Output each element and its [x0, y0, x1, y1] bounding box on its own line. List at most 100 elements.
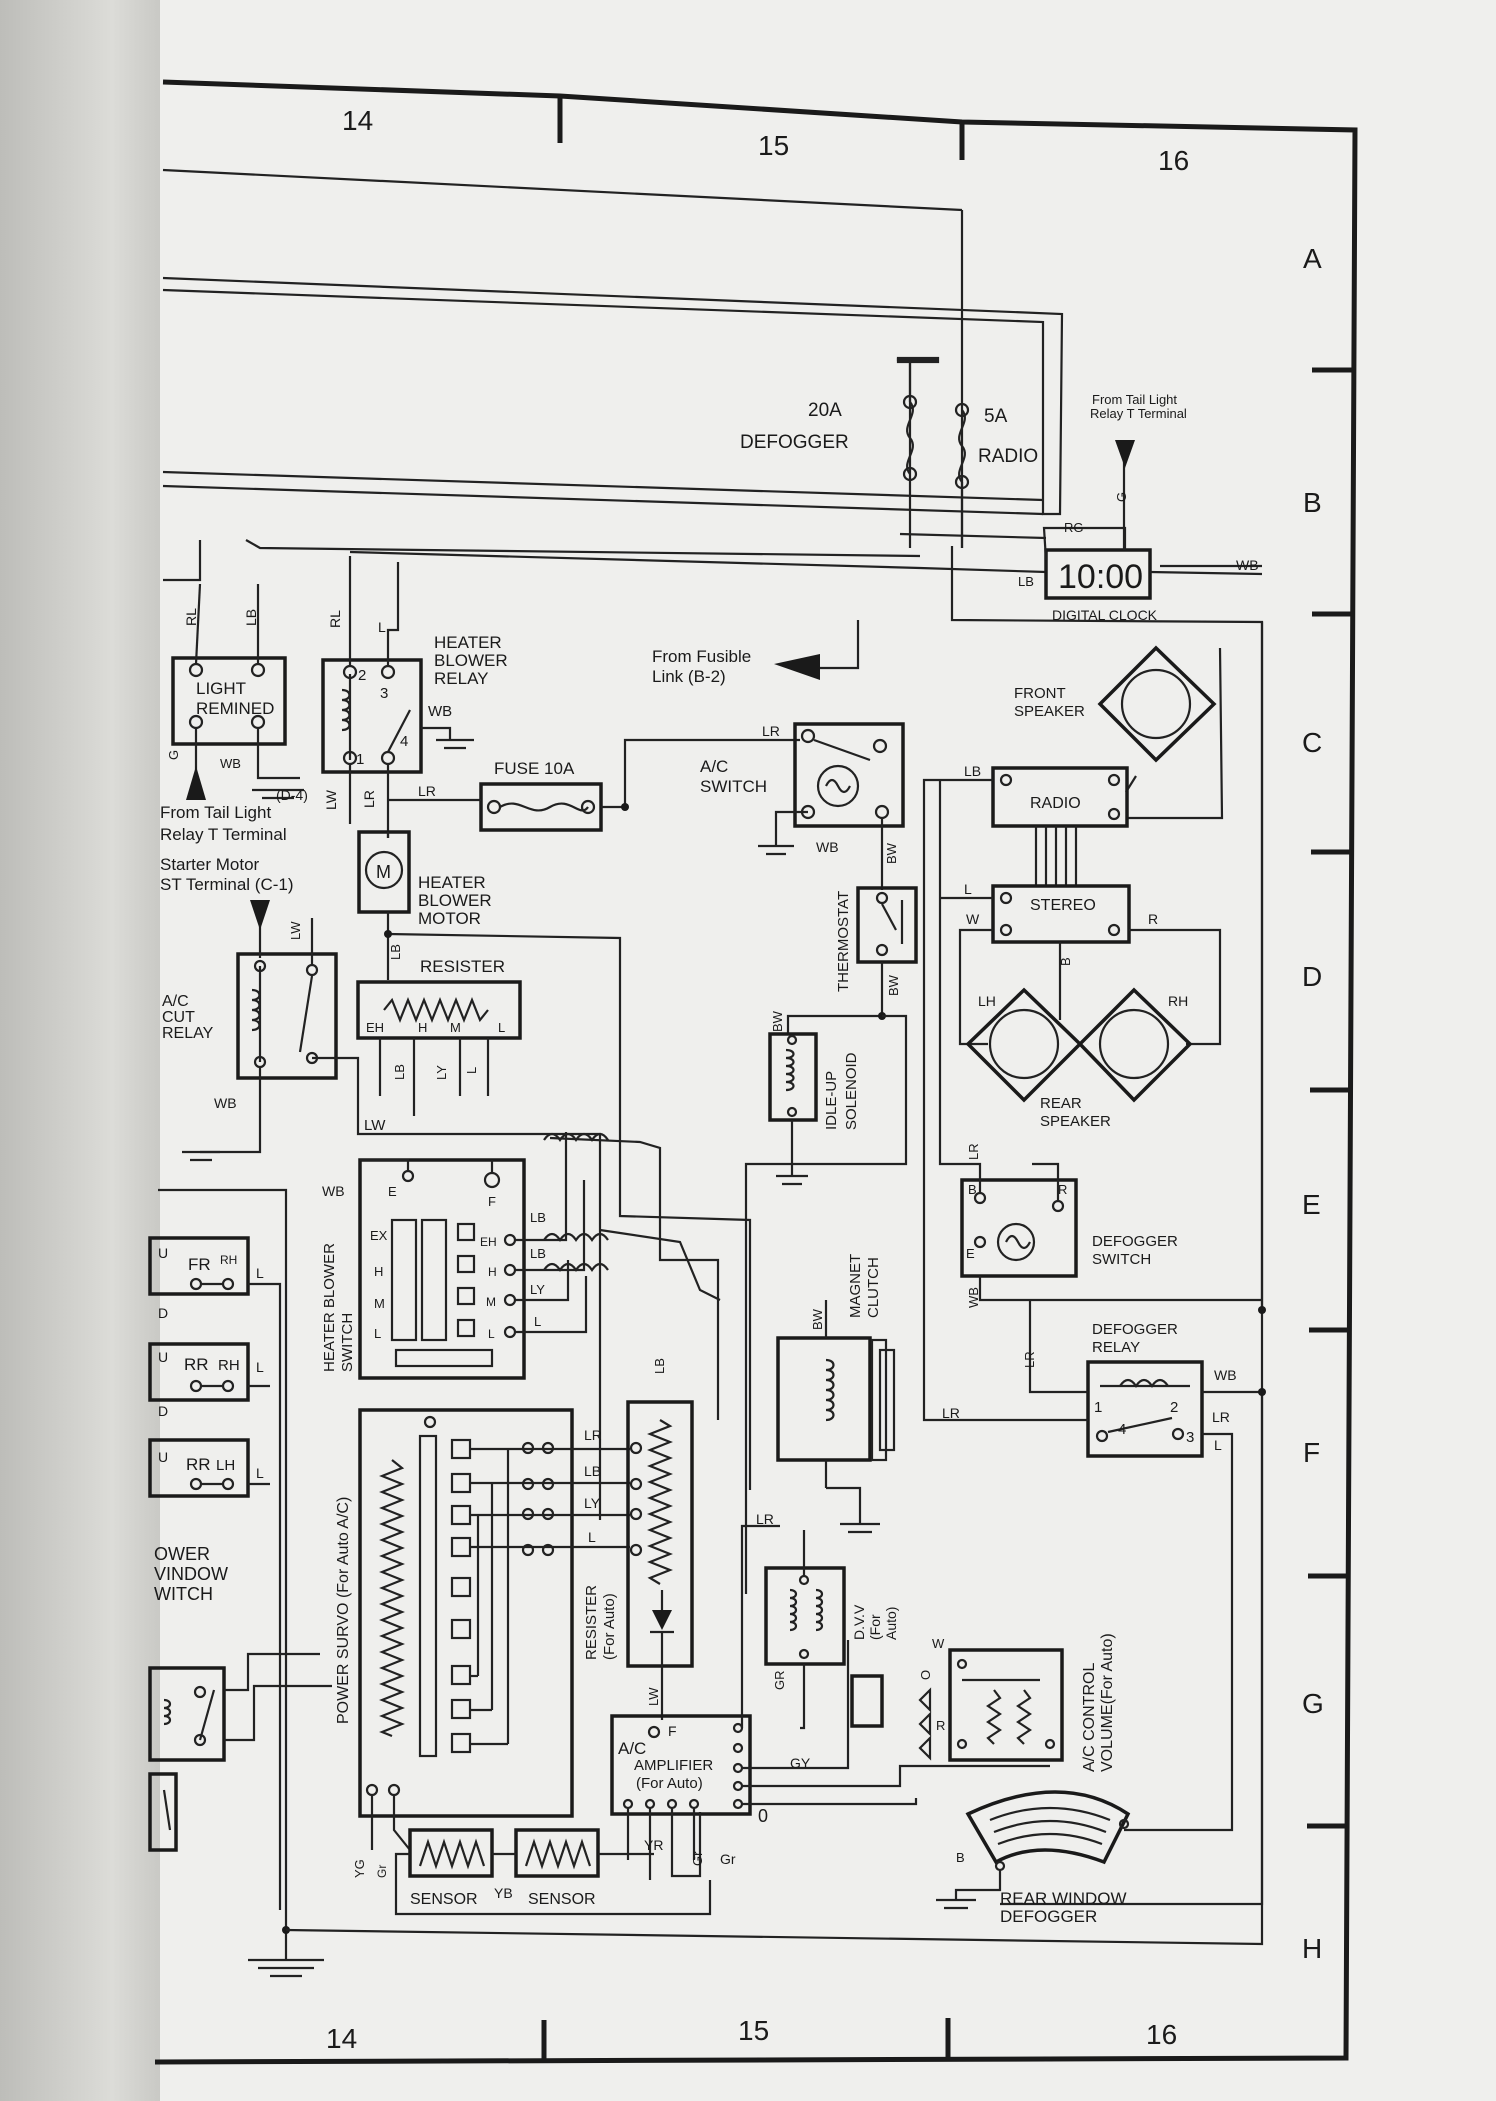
light-remind-label-2: REMINED	[196, 699, 274, 718]
wire-gr-sensor: Gr	[375, 1865, 389, 1878]
rear-speakers	[965, 987, 1193, 1103]
fusible-link-note-1: From Fusible	[652, 647, 751, 666]
drelay-pin-3: 3	[1186, 1429, 1194, 1446]
heater-motor-label-2: BLOWER	[418, 891, 492, 910]
row-label-f: F	[1303, 1437, 1320, 1468]
pw-u-2: U	[158, 1349, 168, 1365]
wire-lr-drelay-in: LR	[1022, 1351, 1037, 1368]
radio-unit	[940, 766, 1129, 886]
starter-note-2: ST Terminal (C-1)	[160, 875, 294, 894]
dvv-label-3: Auto)	[883, 1607, 899, 1640]
relay-pin-2: 2	[358, 667, 366, 684]
wire-wb-cut: WB	[214, 1095, 237, 1111]
row-label-c: C	[1302, 727, 1322, 758]
wire-gr-amp2: Gr	[720, 1851, 736, 1867]
dvv	[764, 1530, 884, 1730]
pw-d-2: D	[158, 1403, 168, 1419]
col-label-14-top: 14	[342, 105, 373, 136]
wire-g-1: G	[166, 750, 181, 760]
amp-label-1: A/C	[618, 1739, 646, 1758]
drelay-pin-1: 1	[1094, 1399, 1102, 1416]
pw-u-1: U	[158, 1245, 168, 1261]
paper-sheet	[160, 0, 1496, 2101]
motor-symbol: M	[376, 862, 391, 882]
relay-pin-3: 3	[380, 685, 388, 702]
front-speaker-label-2: SPEAKER	[1014, 703, 1085, 720]
wire-wb-2: WB	[428, 703, 452, 720]
tail-light-note-left-1: From Tail Light	[160, 803, 271, 822]
sensor-label-1: SENSOR	[410, 1891, 478, 1908]
pw-rr-rh-code: RH	[218, 1357, 240, 1374]
wire-lb-1: LB	[243, 609, 259, 626]
fuse-5a-rating: 5A	[984, 406, 1008, 427]
wire-lb-hsw: LB	[530, 1210, 546, 1225]
idle-up-label-2: SOLENOID	[843, 1052, 860, 1130]
wire-rl-1: RL	[183, 608, 199, 626]
main-ground	[248, 622, 1266, 1978]
power-survo	[358, 1408, 630, 1851]
wire-lr-dsw: LR	[966, 1143, 981, 1160]
hsw-pin-h2: H	[488, 1265, 497, 1279]
acv-pin-w: W	[932, 1636, 945, 1651]
pw-fr-rh: RH	[220, 1253, 237, 1267]
col-label-16-top: 16	[1158, 145, 1189, 176]
fuse-radio-label: RADIO	[978, 446, 1038, 467]
hsw-pin-f: F	[488, 1194, 496, 1209]
ac-switch-label-1: A/C	[700, 757, 728, 776]
wire-lr-2: LR	[361, 790, 377, 808]
drelay-pin-2: 2	[1170, 1399, 1178, 1416]
wire-lr-dvv: LR	[756, 1511, 774, 1527]
wire-lb-hsw2: LB	[530, 1246, 546, 1261]
idle-up-label-1: IDLE-UP	[823, 1071, 840, 1130]
magnet-clutch	[776, 1300, 896, 1534]
wire-lb-ps: LB	[584, 1463, 601, 1479]
bus-wires	[162, 168, 1264, 1906]
amp-pin-0: 0	[758, 1806, 768, 1826]
heater-motor-label-3: MOTOR	[418, 909, 481, 928]
stereo-unit	[940, 884, 1222, 1046]
heater-switch-label-1: HEATER BLOWER	[321, 1243, 338, 1372]
wire-gr-dvv: GR	[772, 1671, 787, 1691]
amp-label-3: (For Auto)	[636, 1775, 703, 1792]
wire-bw-clutch: BW	[810, 1308, 825, 1330]
harness-crossings	[543, 1132, 752, 1490]
resister-auto	[626, 1400, 694, 1720]
wire-lb-ra: LB	[652, 1358, 667, 1374]
clock-label: DIGITAL CLOCK	[1052, 607, 1158, 623]
ac-control-label-1: A/C CONTROL	[1081, 1663, 1098, 1772]
wire-wb-hsw: WB	[322, 1183, 345, 1199]
power-window-switch	[148, 1188, 332, 1914]
wire-rh: RH	[1168, 993, 1188, 1009]
row-label-d: D	[1302, 961, 1322, 992]
fuse-10a	[388, 738, 800, 832]
dvv-label-1: D.V.V	[851, 1604, 867, 1640]
hsw-pin-ex: EX	[370, 1228, 388, 1243]
wire-l-stereo: L	[964, 881, 972, 897]
fusible-link-arrow	[774, 654, 820, 680]
wire-yr-amp: YR	[644, 1837, 663, 1853]
heater-relay-label-2: BLOWER	[434, 651, 508, 670]
wire-wb-ac: WB	[816, 839, 839, 855]
rear-speaker-label-1: REAR	[1040, 1095, 1082, 1112]
idle-up-solenoid	[768, 1032, 818, 1186]
amp-pin-f: F	[668, 1723, 677, 1739]
wire-lw-2: LW	[323, 789, 339, 810]
drelay-pin-4: 4	[1118, 1421, 1126, 1438]
wire-lr-ac: LR	[762, 723, 780, 739]
defogger-relay-label-1: DEFOGGER	[1092, 1321, 1178, 1338]
wire-ly-hsw: LY	[530, 1282, 545, 1297]
wire-lw-res: LW	[364, 1117, 386, 1134]
hsw-pin-l2: L	[488, 1327, 495, 1341]
wire-lw-cut: LW	[288, 921, 303, 940]
wire-l-res: L	[464, 1067, 479, 1074]
rear-speaker-label-2: SPEAKER	[1040, 1113, 1111, 1130]
ac-cut-relay-label-2: CUT	[162, 1009, 195, 1026]
fusible-link-note-2: Link (B-2)	[652, 667, 726, 686]
wire-lr-fuse: LR	[418, 783, 436, 799]
wire-yb-sensor: YB	[494, 1885, 513, 1901]
wire-lr-ps: LR	[584, 1427, 602, 1443]
relay-pin-1: 1	[356, 751, 364, 768]
col-label-15-bottom: 15	[738, 2015, 769, 2046]
